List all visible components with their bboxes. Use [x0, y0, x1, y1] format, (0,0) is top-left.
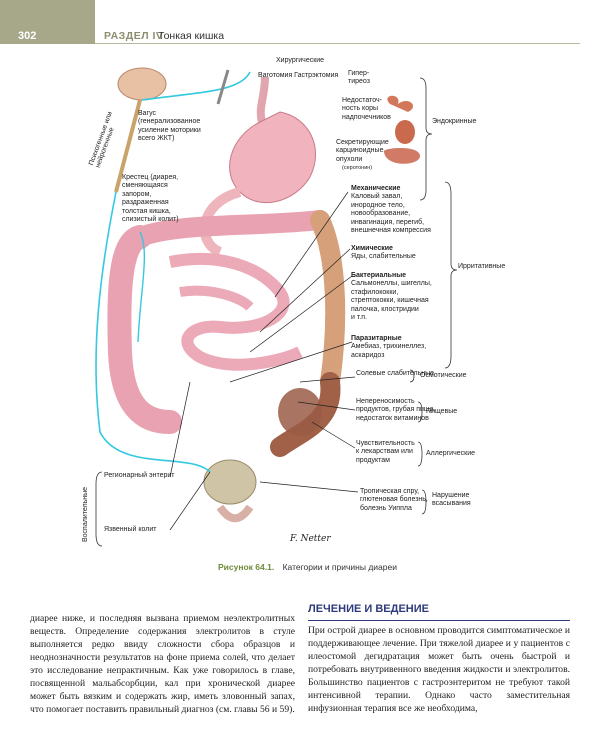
- section-title: Тонкая кишка: [158, 30, 225, 42]
- descending-colon-drawing: [310, 210, 346, 392]
- label-endocrine: Эндокринные: [432, 118, 477, 125]
- anatomy-illustration: [95, 67, 458, 547]
- label-osmotic: Осмотические: [420, 372, 467, 379]
- brain-drawing: [117, 67, 167, 101]
- thyroid-drawing: [387, 95, 414, 112]
- artist-signature: F. Netter: [290, 534, 331, 544]
- scalpel-icon: [216, 69, 230, 105]
- bladder-drawing: [203, 459, 257, 505]
- mechanical-body: Каловый завал, инородное тело, новообраз…: [351, 193, 431, 234]
- mechanical-heading: Механические: [351, 185, 401, 192]
- parasitic-heading: Паразитарные: [351, 335, 402, 342]
- bacterial-body: Сальмонеллы, шигеллы, стафилококки, стре…: [351, 280, 432, 321]
- small-intestine-drawing: [168, 252, 303, 371]
- label-serotonin: (серотонин): [342, 165, 373, 171]
- label-sprue: Тропическая спру, глютеновая болезнь, бо…: [360, 488, 428, 512]
- transverse-colon-drawing: [130, 210, 330, 247]
- label-surgical: Хирургические: [276, 57, 325, 64]
- label-hyperthyroid: Гипер- тиреоз: [348, 70, 370, 86]
- caption-number: Рисунок 64.1.: [218, 562, 275, 572]
- nerve-line: [95, 191, 211, 473]
- caption-text: Категории и причины диареи: [282, 562, 397, 572]
- label-intolerance: Непереносимость продуктов, грубая пища, …: [356, 398, 436, 422]
- label-inflammatory: Воспалительные: [82, 487, 89, 542]
- spinal-cord-drawing: [114, 99, 142, 193]
- group-braces: [95, 77, 458, 547]
- label-allergic: Аллергические: [426, 450, 475, 457]
- figure-caption: Рисунок 64.1. Категории и причины диареи: [218, 562, 397, 572]
- page-header: 302 РАЗДЕЛ IV Тонкая кишка: [0, 0, 600, 44]
- label-adrenal: Недостаточ- ность коры надпочечников: [342, 97, 391, 121]
- carcinoid-drawing: [383, 148, 420, 164]
- page-number-box: 302: [0, 0, 95, 44]
- label-food: Пищевые: [426, 408, 458, 415]
- bacterial-heading: Бактериальные: [351, 272, 407, 279]
- label-regional: Регионарный энтерит: [104, 472, 175, 479]
- pointer-lines: [169, 191, 359, 531]
- page-number: 302: [18, 30, 37, 42]
- header-rule: [95, 43, 580, 44]
- label-irritative: Ирритативные: [458, 263, 506, 270]
- section-label: РАЗДЕЛ IV: [104, 30, 164, 42]
- chemical-heading: Химические: [351, 245, 393, 252]
- right-column-text: При острой диарее в основном проводится …: [308, 625, 570, 714]
- label-vagus: Вагус (генерализованное усиление моторик…: [138, 110, 201, 143]
- ascending-colon-drawing: [107, 225, 182, 434]
- label-saline: Солевые слабительные: [356, 370, 435, 377]
- label-ulcerative: Язвенный колит: [104, 526, 157, 533]
- label-carcinoid: Секретирующие карциноидные опухоли: [336, 139, 389, 163]
- left-column-text: диарее ниже, и последняя вызвана приемом…: [30, 613, 295, 715]
- diarrhea-causes-figure: Хирургические Ваготомия Гастрэктомия Гип…: [80, 52, 530, 557]
- label-sensitivity: Чувствительность к лекарствам или продук…: [356, 440, 415, 464]
- label-malabsorption: Нарушение всасывания: [432, 492, 471, 508]
- label-vagotomy: Ваготомия Гастрэктомия: [258, 72, 339, 79]
- parasitic-body: Амебиаз, трихинеллез, аскаридоз: [351, 343, 427, 359]
- treatment-heading: ЛЕЧЕНИЕ И ВЕДЕНИЕ: [308, 603, 429, 615]
- treatment-heading-rule: [308, 620, 570, 621]
- chemical-body: Яды, слабительные: [351, 253, 416, 261]
- adrenal-drawing: [395, 120, 415, 144]
- stomach-drawing: [229, 111, 316, 204]
- label-sacrum: Крестец (диарея, сменяющаяся запором, ра…: [122, 174, 179, 223]
- label-inflammatory-text: Воспалительные: [82, 486, 89, 542]
